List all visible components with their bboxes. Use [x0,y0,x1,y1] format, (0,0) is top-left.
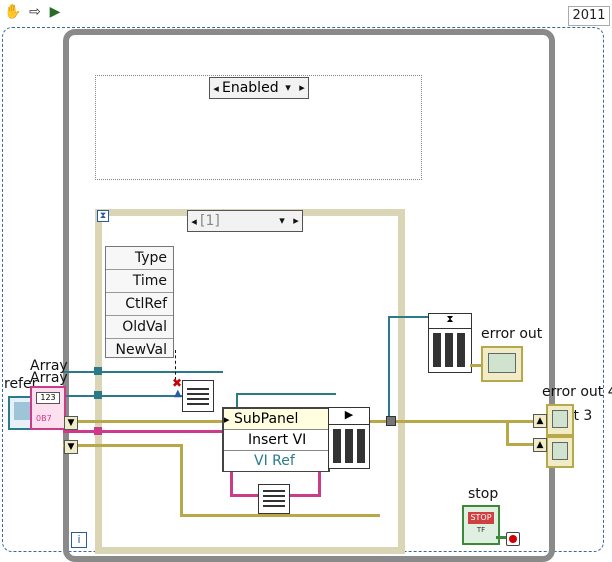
case-dropdown-icon[interactable]: ▾ [285,81,291,94]
array-control[interactable]: 123 0B7 [30,386,66,430]
frame-label: [1] [200,213,220,229]
play-icon: ▶ [329,408,369,425]
error-out-label: error out [481,326,543,342]
open-reference-node[interactable] [258,484,290,514]
stop-condition-icon [509,535,517,543]
decrement-case-icon[interactable]: ◂ [213,82,219,95]
ref-badge: 0B7 [36,414,52,423]
error-out-3-indicator[interactable] [546,436,574,468]
ref-wire [63,395,183,397]
error-out-4-indicator[interactable] [546,404,574,436]
error-out-4-label: error out 4 [542,384,612,400]
ref-wire [63,371,223,373]
numeric-display: 123 [36,392,60,404]
tunnel-terminal [386,416,396,426]
array-label: Array [30,358,68,374]
prev-frame-icon[interactable]: ◂ [191,215,197,228]
array-label: Array [30,370,68,386]
error-wire [370,420,546,423]
start-async-call-node[interactable]: ▶ [328,407,370,469]
error-x-icon: ✖ [172,376,183,390]
frame-dropdown-icon[interactable]: ▾ [279,214,285,227]
wait-node-graphic [433,333,467,367]
error-cluster-icon [552,410,568,428]
error-wire [63,420,223,423]
unbundle-field: CtlRef [106,293,173,316]
stop-label: stop [468,486,499,502]
ref-wire [388,316,428,318]
unbundle-field: Type [106,247,173,270]
tunnel-terminal [94,427,102,435]
unbundle-field: OldVal [106,316,173,339]
hourglass-icon: ⧗ [97,210,109,222]
tunnel-terminal [94,391,102,399]
shift-register-left-icon: ▼ [64,440,78,454]
invoke-node-subpanel[interactable]: ▸ SubPanel Insert VI VI Ref [222,407,330,472]
unbundle-field: NewVal [115,342,168,358]
error-wire [506,420,509,444]
loop-condition-terminal[interactable] [506,532,520,546]
ref-wire [388,316,390,416]
node-grid-graphic [263,489,285,507]
sequence-frame-selector[interactable]: ◂[1] ▾ ▸ [187,210,303,232]
disable-structure-area [95,75,422,180]
error-wire [180,514,380,517]
case-selector-label: Enabled [222,80,279,96]
shift-register-right-icon: ▲ [533,414,547,428]
boolean-wire [496,536,506,539]
unbundle-by-name-node[interactable]: Type Time CtlRef OldVal NewVal [105,246,174,358]
wait-on-async-call-node[interactable]: ⧗ [428,313,472,373]
invoke-icon: ▸ [224,413,230,426]
unbundle-field: Time [106,270,173,293]
hourglass-icon: ⧗ [429,314,471,329]
stop-button[interactable]: STOP TF [462,505,500,545]
variant-to-data-node[interactable] [182,380,214,412]
ref-wire [236,393,238,413]
case-selector[interactable]: ◂Enabled ▾ ▸ [209,77,309,99]
error-cluster-icon [488,353,516,373]
variant-arrow-icon: ▲ [174,388,182,399]
cluster-wire [63,430,223,433]
error-out-indicator[interactable] [481,346,523,382]
arrow-right-icon[interactable]: ⇨ [29,4,41,20]
stop-button-text: STOP [468,512,494,524]
reference-icon [14,402,30,420]
error-wire [470,364,482,367]
cluster-wire [230,465,233,495]
invoke-input-label: VI Ref [224,451,328,471]
next-frame-icon[interactable]: ▸ [293,214,299,227]
node-grid-graphic [187,385,209,405]
invoke-method-label: Insert VI [224,430,328,451]
error-wire [63,444,183,447]
tunnel-terminal [94,367,102,375]
error-wire [180,444,183,516]
shift-register-left-icon: ▼ [64,416,78,430]
invoke-class-label: SubPanel [233,411,299,427]
error-cluster-icon [552,442,568,460]
hand-tool-icon[interactable]: ✋ [4,4,22,20]
async-node-graphic [333,429,365,463]
reference-label: refer [4,376,38,392]
error-wire [506,443,546,446]
tf-badge: TF [476,526,486,534]
shift-register-right-icon: ▲ [533,438,547,452]
increment-case-icon[interactable]: ▸ [299,81,305,94]
iteration-terminal: i [71,532,87,548]
variant-wire [175,350,176,380]
ref-wire [236,393,336,395]
run-icon[interactable]: ▶ [49,4,61,20]
version-year-badge: 2011 [568,6,610,26]
